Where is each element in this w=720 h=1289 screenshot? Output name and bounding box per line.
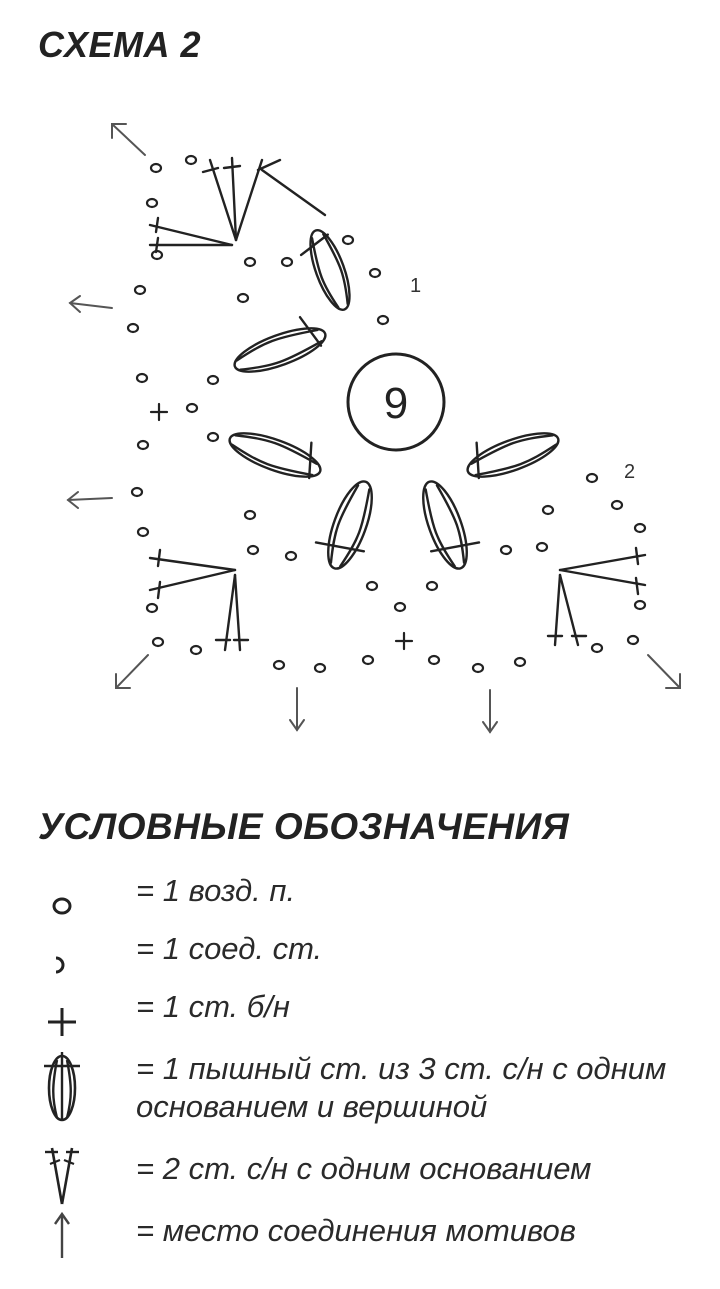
chain-stitch-icon xyxy=(52,897,72,915)
puff-stitch-icon xyxy=(44,1052,80,1122)
round-marker-1: 1 xyxy=(410,275,421,297)
legend-text: = место соединения мотивов xyxy=(136,1213,576,1248)
legend-text-line1: = 1 пышный ст. из 3 ст. с/н с одним xyxy=(136,1051,667,1086)
double-crochet-group xyxy=(148,156,327,254)
legend-text: = 1 соед. ст. xyxy=(136,931,323,966)
join-arrow xyxy=(66,123,681,734)
legend-text-line2: основанием и вершиной xyxy=(136,1089,488,1124)
chain-stitch xyxy=(126,154,647,674)
single-crochet xyxy=(149,402,414,651)
diagram-title: СХЕМА 2 xyxy=(38,24,202,65)
puff-petal xyxy=(233,315,327,373)
legend-text: = 2 ст. с/н с одним основанием xyxy=(136,1151,592,1186)
legend-text: = 1 возд. п. xyxy=(136,873,296,908)
double-crochet-pair-icon xyxy=(45,1147,79,1205)
slip-stitch-icon xyxy=(55,956,65,974)
center-ring xyxy=(346,352,446,452)
legend-heading: УСЛОВНЫЕ ОБОЗНАЧЕНИЯ xyxy=(38,806,570,847)
single-crochet-icon xyxy=(48,1008,76,1036)
crochet-chart: 9 1 2 xyxy=(66,123,681,734)
legend-text: = 1 ст. б/н xyxy=(136,989,290,1024)
puff-petal xyxy=(422,480,481,570)
double-crochet-group xyxy=(546,546,647,647)
center-number: 9 xyxy=(384,379,408,428)
puff-petal xyxy=(314,480,373,570)
puff-petal xyxy=(299,229,351,311)
puff-petal xyxy=(466,432,560,480)
legend-text: = 1 пышный ст. из 3 ст. с/н с одним осно… xyxy=(136,1050,666,1126)
round-marker-2: 2 xyxy=(624,461,635,483)
join-arrow-icon xyxy=(54,1211,70,1258)
double-crochet-group xyxy=(148,548,250,652)
puff-petal xyxy=(228,432,322,480)
